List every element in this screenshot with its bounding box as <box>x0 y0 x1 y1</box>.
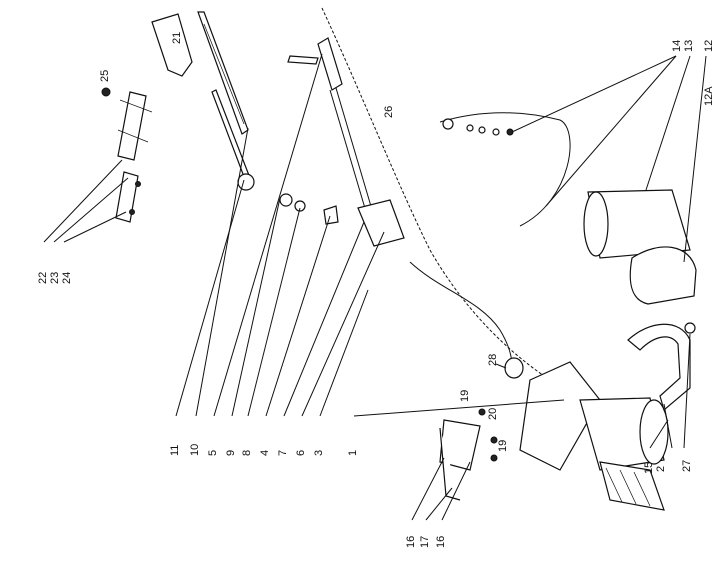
callout-5: 5 <box>207 450 219 456</box>
callout-1: 1 <box>347 450 359 456</box>
leader-lines <box>43 53 707 521</box>
callout-19a: 19 <box>459 390 471 402</box>
callout-27: 27 <box>681 460 693 472</box>
callout-2: 2 <box>655 466 667 472</box>
callout-16b: 16 <box>435 536 447 548</box>
cable-26 <box>321 7 551 381</box>
callout-24: 24 <box>61 272 73 284</box>
callout-6: 6 <box>295 450 307 456</box>
callout-15: 15 <box>643 462 655 474</box>
callout-3: 3 <box>313 450 325 456</box>
callout-11: 11 <box>169 445 181 456</box>
callout-20: 20 <box>487 408 499 420</box>
wiper-blade <box>197 11 255 191</box>
callout-21: 21 <box>171 32 183 44</box>
motor-strap <box>627 322 696 412</box>
bracket-assembly <box>101 87 153 223</box>
callout-26: 26 <box>383 106 395 118</box>
callout-labels: 1 2 3 4 5 6 7 8 9 10 11 12 12A 13 14 15 … <box>37 32 715 548</box>
callout-13: 13 <box>683 40 695 52</box>
callout-28: 28 <box>487 354 499 366</box>
callout-4: 4 <box>259 450 271 456</box>
callout-14: 14 <box>671 40 683 52</box>
callout-12: 12 <box>703 40 715 52</box>
callout-16a: 16 <box>405 536 417 548</box>
callout-10: 10 <box>189 444 201 456</box>
hose-28 <box>409 261 524 379</box>
callout-7: 7 <box>277 450 289 456</box>
callout-17: 17 <box>419 536 431 548</box>
linkage <box>279 37 405 247</box>
part-21-cover <box>151 13 193 77</box>
callout-12a: 12A <box>703 86 715 106</box>
callout-23: 23 <box>49 272 61 284</box>
callout-25: 25 <box>99 70 111 82</box>
motor-assembly <box>439 361 669 511</box>
callout-19b: 19 <box>497 440 509 452</box>
callout-9: 9 <box>225 450 237 456</box>
callout-8: 8 <box>241 450 253 456</box>
washer-pump <box>439 112 697 305</box>
callout-22: 22 <box>37 272 49 284</box>
